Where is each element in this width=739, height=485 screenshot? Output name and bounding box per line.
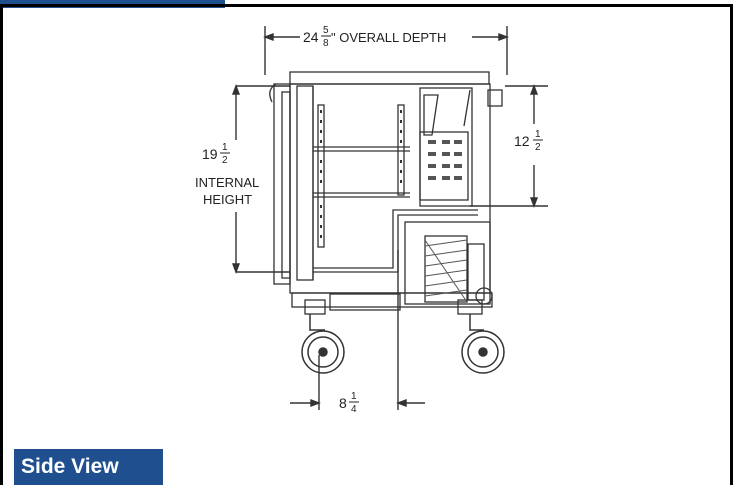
shelf-standard-rear	[397, 104, 405, 196]
control-housing	[419, 87, 473, 207]
cabinet-top	[289, 71, 490, 85]
side-den: 2	[535, 142, 541, 153]
side-arrow-bottom	[529, 197, 539, 208]
coil-hatch	[424, 239, 468, 303]
height-den: 2	[222, 155, 228, 166]
front-caster-plate	[304, 299, 326, 315]
depth-whole: 24	[303, 29, 319, 45]
side-arrow-top	[529, 84, 539, 95]
rear-vent	[487, 89, 503, 107]
height-arrow-top	[231, 84, 241, 95]
side-view-caption: Side View	[14, 449, 163, 485]
machine-compartment	[404, 221, 491, 305]
height-label-line2: HEIGHT	[203, 192, 252, 207]
breaker-grid	[428, 140, 462, 180]
caster-whole: 8	[339, 395, 347, 411]
control-bracket	[423, 94, 439, 136]
height-whole: 19	[202, 146, 218, 162]
rear-caster	[461, 314, 505, 374]
control-cover	[463, 89, 471, 127]
height-arrow-bottom	[231, 263, 241, 274]
condenser-coil	[424, 235, 468, 303]
depth-num: 5	[323, 25, 329, 36]
caster-den: 4	[351, 404, 357, 415]
base-frame	[291, 292, 493, 308]
depth-arrow-left	[263, 32, 274, 42]
caster-arrow-right	[396, 398, 407, 408]
shelf-standard-front	[317, 104, 325, 248]
drawing-frame	[0, 4, 733, 485]
depth-label: " OVERALL DEPTH	[331, 30, 446, 45]
caster-num: 1	[351, 391, 357, 402]
cabinet-body	[289, 83, 491, 294]
caster-arrow-left	[310, 398, 321, 408]
door-hinge	[269, 83, 277, 103]
depth-arrow-right	[498, 32, 509, 42]
compressor	[467, 243, 485, 301]
electrical-box	[419, 131, 469, 201]
front-caster	[301, 314, 345, 374]
side-whole: 12	[514, 133, 530, 149]
interior-liner	[313, 209, 478, 269]
drain-pan	[329, 293, 401, 311]
cabinet	[269, 71, 503, 315]
side-num: 1	[535, 129, 541, 140]
interior-floor	[313, 214, 478, 273]
height-num: 1	[222, 142, 228, 153]
door-gasket	[296, 85, 314, 281]
depth-den: 8	[323, 38, 329, 49]
shelf-slots	[320, 110, 402, 238]
height-label-line1: INTERNAL	[195, 175, 259, 190]
door-panel	[281, 91, 291, 279]
